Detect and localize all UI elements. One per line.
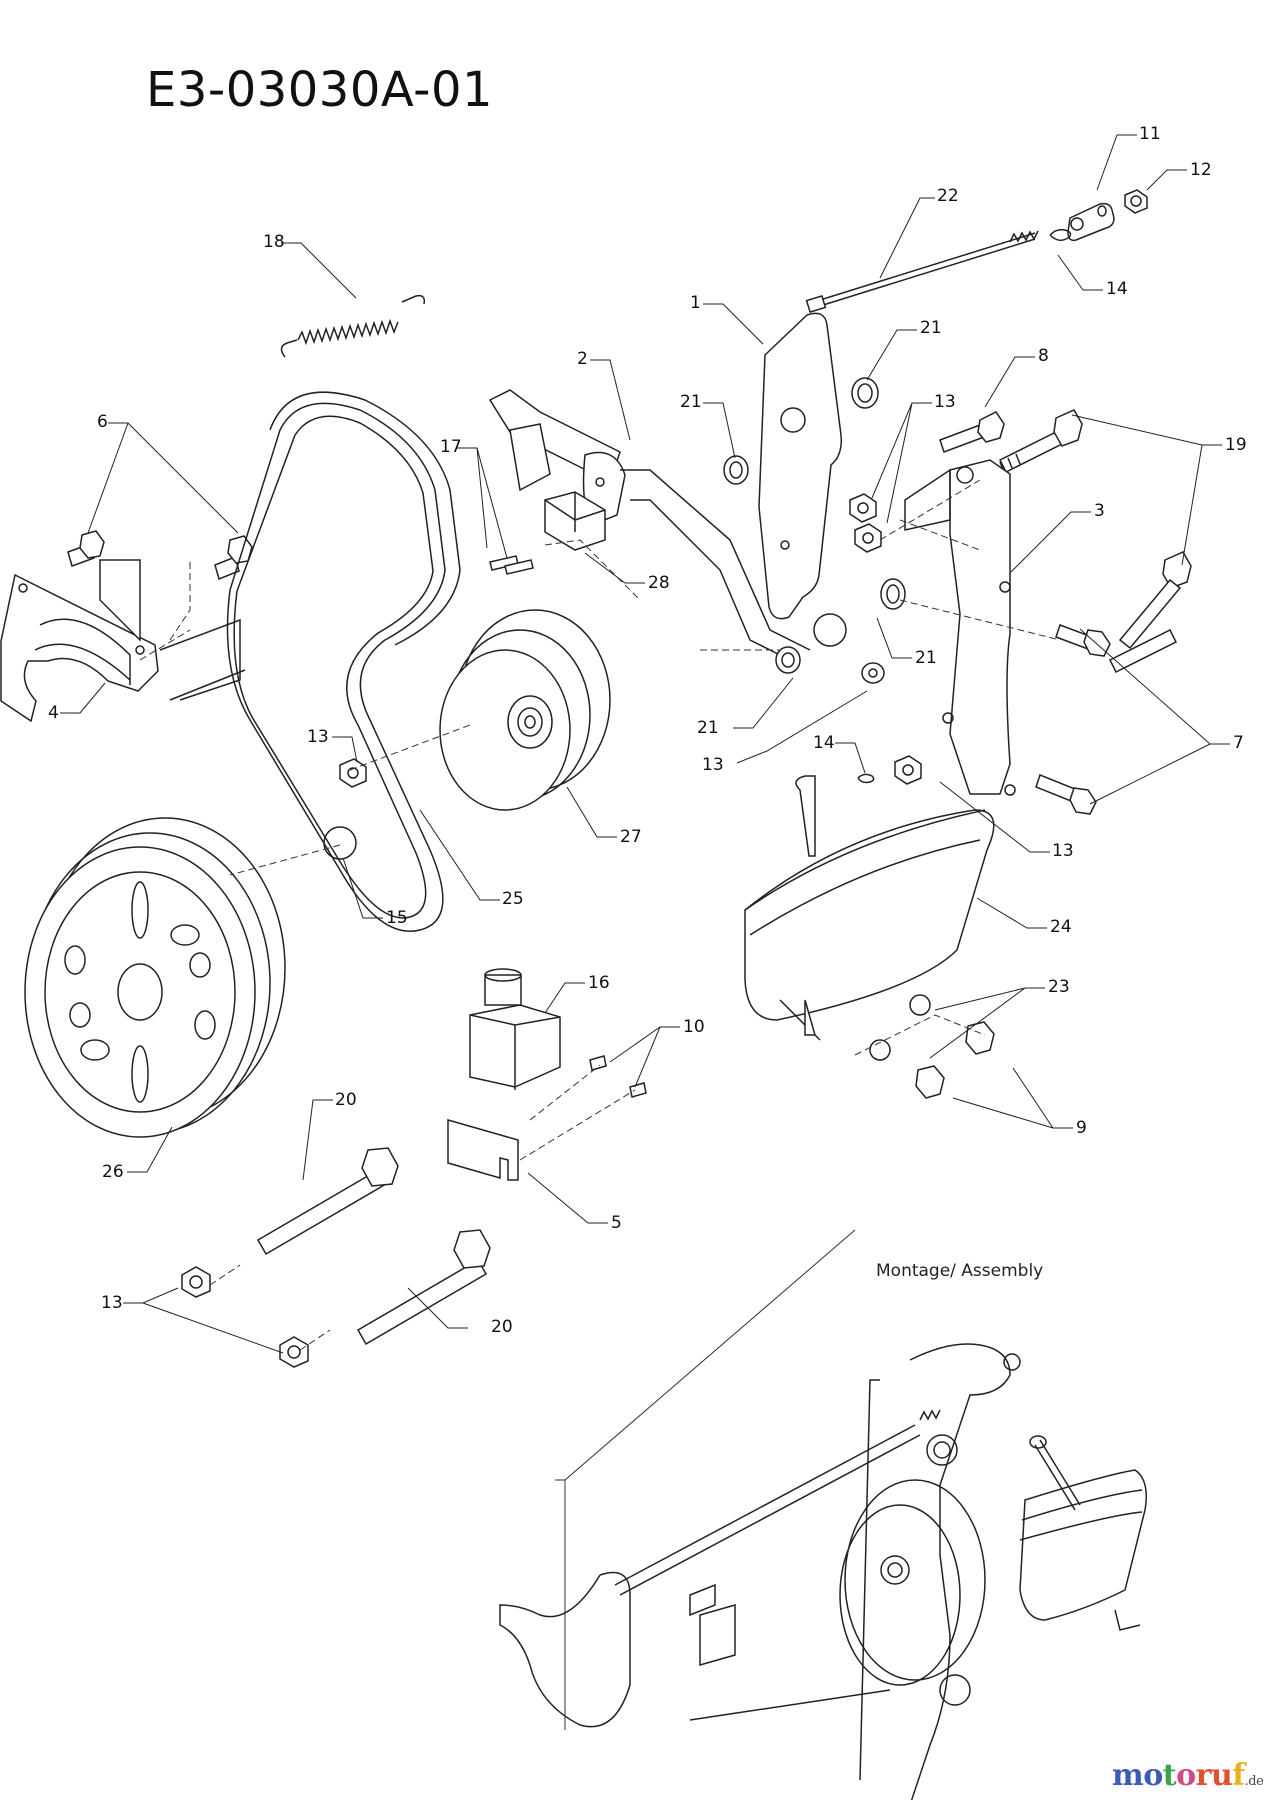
callout-27: 27 — [620, 827, 642, 847]
logo-letter: u — [1210, 1758, 1233, 1793]
part-6-bolts — [67, 530, 253, 581]
part-18-spring — [280, 294, 426, 358]
callout-25: 25 — [502, 889, 524, 909]
callout-9: 9 — [1076, 1118, 1087, 1138]
callout-13: 13 — [307, 727, 329, 747]
logo-letter: t — [1162, 1758, 1177, 1793]
part-11-clevis — [1067, 202, 1115, 242]
assembly-inset-drawing — [499, 1229, 1147, 1800]
part-22-rod — [805, 230, 1039, 314]
callout-8: 8 — [1038, 346, 1049, 366]
callout-7: 7 — [1233, 733, 1244, 753]
callout-24: 24 — [1050, 917, 1072, 937]
callout-16: 16 — [588, 973, 610, 993]
assembly-inset-label: Montage/ Assembly — [876, 1261, 1044, 1281]
callout-14: 14 — [1106, 279, 1128, 299]
callout-23: 23 — [1048, 977, 1070, 997]
part-20-bolts — [256, 1147, 491, 1346]
part-17-pins — [489, 555, 534, 575]
callout-leader-lines — [60, 134, 1230, 1354]
part-3-plate — [904, 459, 1016, 796]
callout-5: 5 — [611, 1213, 622, 1233]
callout-13: 13 — [702, 755, 724, 775]
part-25-belt — [226, 391, 461, 932]
callout-18: 18 — [263, 232, 285, 252]
callout-13: 13 — [1052, 841, 1074, 861]
logo-letter: r — [1195, 1758, 1212, 1793]
callout-11: 11 — [1139, 124, 1161, 144]
part-2-bracket — [488, 389, 811, 661]
callout-21: 21 — [915, 648, 937, 668]
callout-1: 1 — [690, 293, 701, 313]
part-4-bracket — [0, 559, 246, 723]
logo-domain-suffix: .de — [1244, 1774, 1264, 1789]
callout-2: 2 — [577, 349, 588, 369]
callout-21: 21 — [680, 392, 702, 412]
callout-20: 20 — [335, 1090, 357, 1110]
callout-3: 3 — [1094, 501, 1105, 521]
part-27-idler-pulley — [439, 609, 611, 811]
part-24-brake-actuator — [744, 775, 995, 1041]
callout-6: 6 — [97, 412, 108, 432]
callout-20: 20 — [491, 1317, 513, 1337]
part-23-spacers — [869, 994, 931, 1061]
part-1-lever — [758, 312, 847, 647]
diagram-part-number: E3-03030A-01 — [146, 62, 494, 118]
callout-17: 17 — [440, 437, 462, 457]
logo-letter: f — [1232, 1758, 1245, 1793]
callout-14: 14 — [813, 733, 835, 753]
logo-letter: o — [1176, 1758, 1196, 1793]
part-19-bolts — [998, 409, 1192, 674]
part-8-bolt — [939, 411, 1005, 453]
part-10-screws — [589, 1055, 647, 1098]
callout-19: 19 — [1225, 435, 1247, 455]
callout-4: 4 — [48, 703, 59, 723]
part-7-bolts — [1035, 624, 1111, 815]
callout-12: 12 — [1190, 160, 1212, 180]
part-12-nut — [1124, 189, 1148, 214]
part-9-bolts — [915, 1021, 995, 1099]
callout-28: 28 — [648, 573, 670, 593]
assembly-dashed-lines — [139, 479, 1061, 1351]
callout-13: 13 — [101, 1293, 123, 1313]
callout-22: 22 — [937, 186, 959, 206]
callout-26: 26 — [102, 1162, 124, 1182]
callout-21: 21 — [920, 318, 942, 338]
callout-13: 13 — [934, 392, 956, 412]
part-14-clip-small — [857, 773, 875, 784]
part-5-plate — [447, 1119, 519, 1181]
part-16-valve — [469, 968, 561, 1090]
callout-10: 10 — [683, 1017, 705, 1037]
callout-15: 15 — [386, 908, 408, 928]
part-13-nuts — [181, 493, 922, 1368]
part-14-clip — [1049, 228, 1072, 242]
part-26-drive-pulley — [24, 817, 286, 1138]
part-21-bushing — [723, 377, 906, 674]
logo-letter: m — [1112, 1758, 1144, 1793]
motoruf-logo: motoruf.de — [1112, 1758, 1264, 1793]
logo-wordmark: motoruf — [1112, 1758, 1245, 1793]
callout-21: 21 — [697, 718, 719, 738]
part-28-block — [544, 491, 606, 551]
logo-letter: o — [1143, 1758, 1163, 1793]
part-15-ring — [323, 826, 357, 860]
